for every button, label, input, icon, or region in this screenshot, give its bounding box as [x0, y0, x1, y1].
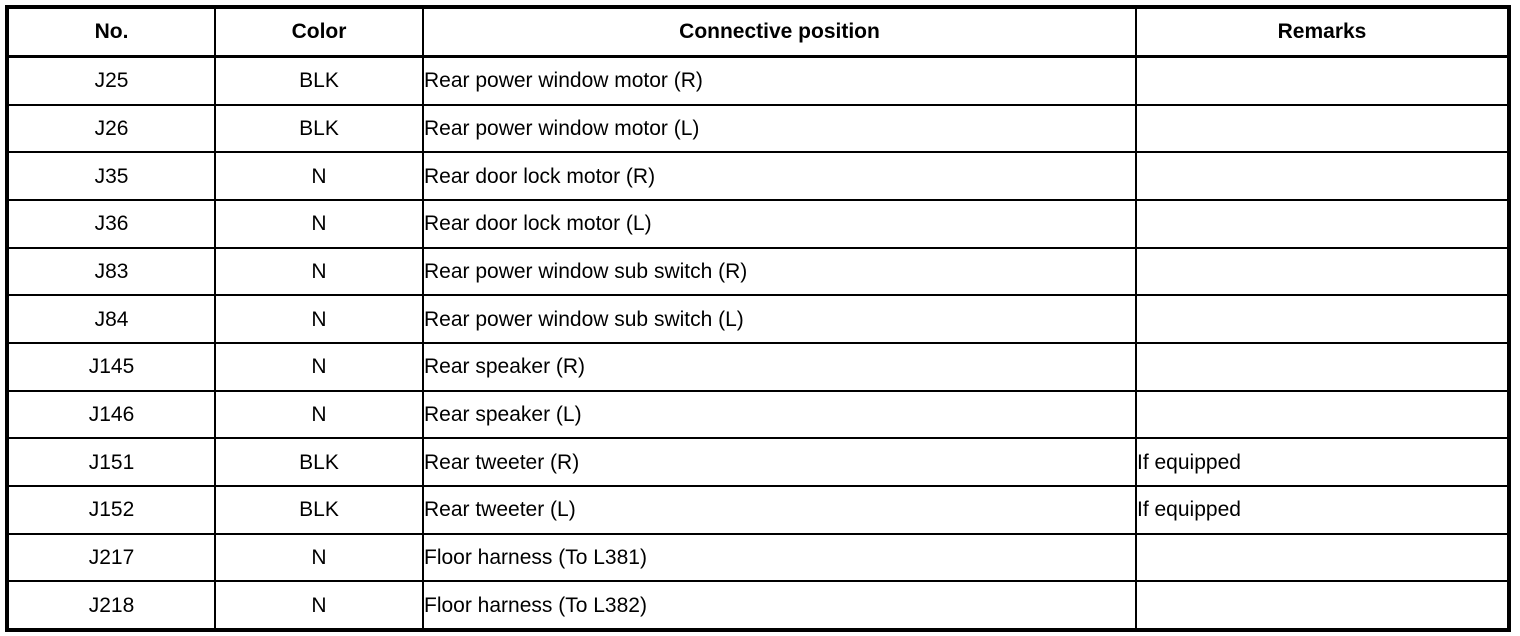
cell-remarks	[1135, 246, 1510, 297]
cell-no: J84	[6, 294, 216, 344]
cell-connective-position: Floor harness (To L382)	[422, 580, 1137, 631]
cell-color: N	[214, 246, 424, 297]
cell-color: N	[214, 580, 424, 631]
table-header: No. Color Connective position Remarks	[6, 6, 1510, 58]
cell-remarks	[1135, 151, 1510, 201]
cell-no: J218	[6, 580, 216, 631]
column-header-color: Color	[214, 6, 424, 58]
cell-no: J25	[6, 55, 216, 106]
cell-connective-position: Rear speaker (R)	[422, 341, 1137, 392]
cell-color: BLK	[214, 55, 424, 106]
cell-connective-position: Rear tweeter (R)	[422, 437, 1137, 487]
cell-color: BLK	[214, 437, 424, 487]
connector-table-container: No. Color Connective position Remarks J2…	[5, 5, 1511, 632]
cell-color: N	[214, 294, 424, 344]
cell-remarks	[1135, 532, 1510, 583]
cell-connective-position: Rear door lock motor (R)	[422, 151, 1137, 201]
cell-connective-position: Rear power window motor (L)	[422, 103, 1137, 154]
cell-remarks: If equipped	[1135, 484, 1510, 535]
column-header-remarks: Remarks	[1135, 6, 1510, 58]
cell-connective-position: Rear speaker (L)	[422, 389, 1137, 440]
cell-connective-position: Rear door lock motor (L)	[422, 198, 1137, 249]
cell-remarks	[1135, 55, 1510, 106]
cell-connective-position: Rear power window motor (R)	[422, 55, 1137, 106]
cell-remarks	[1135, 341, 1510, 392]
cell-remarks: If equipped	[1135, 437, 1510, 487]
cell-no: J151	[6, 437, 216, 487]
cell-connective-position: Rear power window sub switch (L)	[422, 294, 1137, 344]
cell-color: N	[214, 532, 424, 583]
cell-connective-position: Floor harness (To L381)	[422, 532, 1137, 583]
cell-remarks	[1135, 389, 1510, 440]
cell-color: BLK	[214, 103, 424, 154]
cell-color: N	[214, 198, 424, 249]
cell-no: J83	[6, 246, 216, 297]
cell-no: J145	[6, 341, 216, 392]
cell-no: J152	[6, 484, 216, 535]
cell-color: N	[214, 341, 424, 392]
cell-connective-position: Rear tweeter (L)	[422, 484, 1137, 535]
column-header-position: Connective position	[422, 6, 1137, 58]
cell-remarks	[1135, 198, 1510, 249]
cell-remarks	[1135, 294, 1510, 344]
cell-no: J217	[6, 532, 216, 583]
cell-no: J36	[6, 198, 216, 249]
cell-color: N	[214, 389, 424, 440]
column-header-no: No.	[6, 6, 216, 58]
cell-color: N	[214, 151, 424, 201]
cell-color: BLK	[214, 484, 424, 535]
cell-remarks	[1135, 103, 1510, 154]
connector-table: No. Color Connective position Remarks J2…	[5, 5, 1511, 632]
cell-no: J146	[6, 389, 216, 440]
cell-connective-position: Rear power window sub switch (R)	[422, 246, 1137, 297]
cell-no: J35	[6, 151, 216, 201]
table-header-row: No. Color Connective position Remarks	[6, 6, 1510, 58]
cell-remarks	[1135, 580, 1510, 631]
cell-no: J26	[6, 103, 216, 154]
